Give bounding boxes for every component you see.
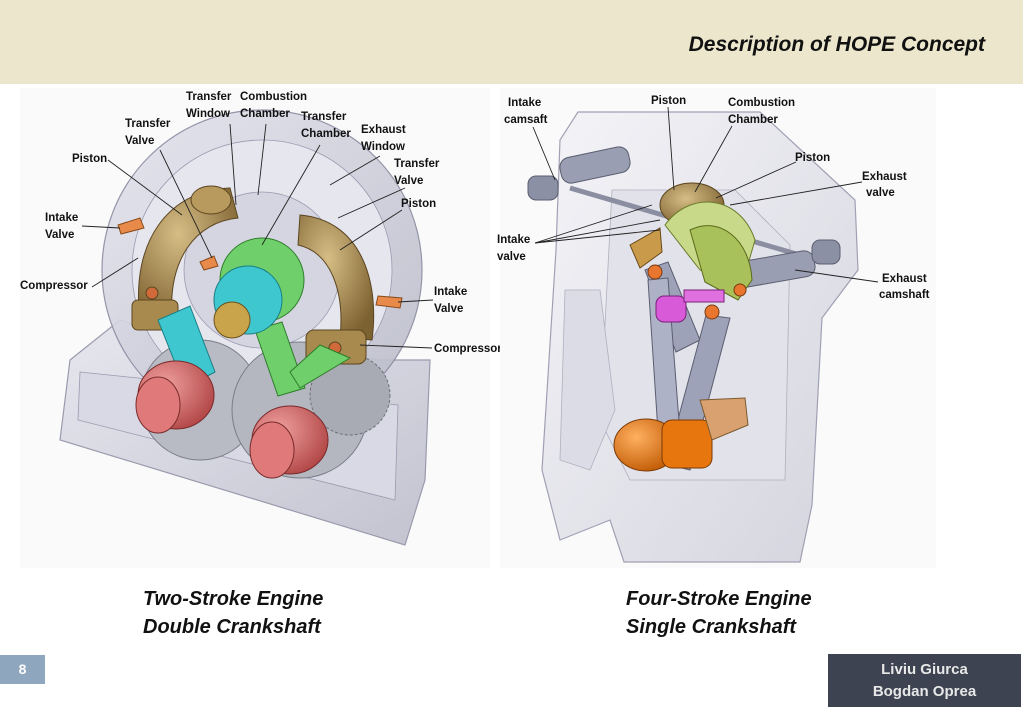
author-box: Liviu Giurca Bogdan Oprea: [828, 654, 1021, 707]
page-number-badge: 8: [0, 655, 45, 684]
two-stroke-caption: Two-Stroke Engine Double Crankshaft: [143, 588, 324, 638]
author-name: Liviu Giurca: [881, 661, 968, 678]
four-stroke-engine-drawing: [500, 88, 936, 568]
four-stroke-leader-lines: [532, 106, 879, 283]
two-stroke-engine-drawing: [20, 88, 490, 568]
header-bar: Description of HOPE Concept: [0, 0, 1023, 84]
label-piston-right: Piston: [401, 198, 436, 210]
label-piston-top: Piston: [651, 95, 686, 107]
label-compressor-left: Compressor: [20, 280, 88, 292]
two-stroke-leader-lines: [81, 123, 434, 349]
four-stroke-caption: Four-Stroke Engine Single Crankshaft: [626, 588, 812, 638]
label-compressor-right: Compressor: [434, 343, 502, 355]
label-piston-left: Piston: [72, 153, 107, 165]
label-piston-right-4s: Piston: [795, 152, 830, 164]
page-title: Description of HOPE Concept: [688, 33, 985, 56]
author-name: Bogdan Oprea: [872, 683, 977, 700]
